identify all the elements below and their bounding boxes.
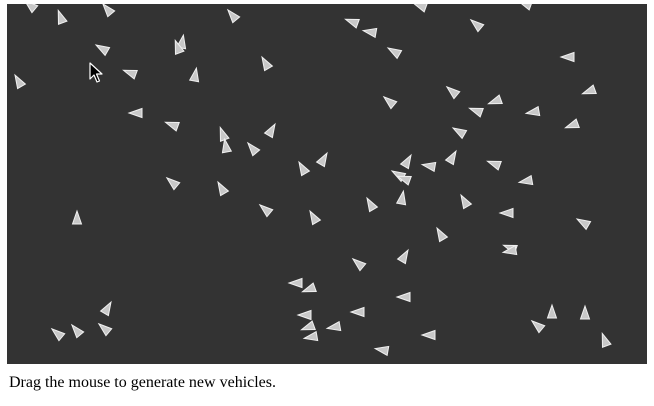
- vehicle-triangle: [325, 320, 342, 332]
- vehicle-triangle: [23, 4, 39, 14]
- vehicle-triangle: [361, 27, 378, 39]
- vehicle-triangle: [309, 209, 322, 226]
- vehicle-triangle: [460, 193, 473, 210]
- vehicle-triangle: [188, 66, 200, 83]
- vehicle-triangle: [287, 277, 303, 289]
- vehicle-triangle: [349, 306, 365, 318]
- vehicle-triangle: [579, 304, 591, 320]
- vehicle-triangle: [164, 121, 180, 132]
- vehicle-triangle: [300, 320, 316, 331]
- vehicle-triangle: [101, 4, 116, 18]
- vehicle-triangle: [559, 51, 575, 63]
- vehicle-triangle: [445, 85, 461, 100]
- vehicle-triangle: [97, 322, 113, 337]
- vehicle-triangle: [261, 55, 274, 72]
- vehicle-triangle: [436, 226, 449, 243]
- vehicle-triangle: [373, 345, 390, 357]
- vehicle-triangle: [226, 8, 241, 24]
- vehicle-triangle: [70, 323, 85, 339]
- vehicle-triangle: [217, 180, 230, 197]
- vehicle-triangle: [127, 107, 143, 119]
- vehicle-triangle: [246, 141, 261, 157]
- vehicle-triangle: [221, 137, 233, 154]
- vehicle-triangle: [395, 189, 407, 206]
- vehicle-triangle: [301, 282, 317, 293]
- vehicle-triangle: [468, 107, 484, 118]
- vehicle-triangle: [451, 127, 468, 140]
- vehicle-triangle: [517, 174, 534, 186]
- vehicle-triangle: [517, 4, 533, 11]
- vehicle-triangle: [94, 44, 111, 57]
- vehicle-triangle: [396, 248, 409, 265]
- vehicle-triangle: [420, 329, 436, 341]
- vehicle-triangle: [14, 73, 27, 90]
- vehicle-triangle: [396, 175, 412, 186]
- vehicle-triangle: [486, 160, 502, 171]
- vehicle-triangle: [524, 105, 541, 117]
- instruction-caption: Drag the mouse to generate new vehicles.: [9, 374, 277, 391]
- vehicle-triangle: [71, 209, 83, 225]
- vehicle-triangle: [469, 18, 485, 33]
- vehicle-triangle: [351, 257, 367, 272]
- vehicle-triangle: [564, 118, 580, 129]
- vehicles-canvas[interactable]: [7, 4, 647, 364]
- vehicle-triangle: [575, 218, 592, 231]
- vehicle-triangle: [344, 18, 360, 29]
- vehicle-triangle: [57, 9, 68, 25]
- vehicle-triangle: [298, 160, 311, 177]
- vehicle-triangle: [386, 47, 403, 60]
- vehicle-triangle: [501, 244, 518, 256]
- vehicle-triangle: [530, 319, 546, 334]
- vehicle-triangle: [420, 161, 437, 173]
- vehicles-layer: [14, 4, 612, 357]
- vehicle-triangle: [296, 309, 312, 321]
- canvas-background: [7, 4, 647, 364]
- vehicle-triangle: [399, 153, 412, 170]
- vehicle-triangle: [487, 94, 503, 105]
- vehicle-triangle: [412, 4, 428, 13]
- vehicle-triangle: [165, 176, 181, 191]
- vehicle-triangle: [366, 196, 379, 213]
- vehicle-triangle: [546, 303, 558, 319]
- vehicle-triangle: [174, 39, 185, 55]
- vehicle-triangle: [498, 207, 514, 219]
- mouse-cursor-icon: [89, 62, 103, 83]
- sketch-canvas[interactable]: [7, 4, 647, 364]
- vehicle-triangle: [50, 327, 66, 342]
- vehicle-triangle: [122, 69, 138, 80]
- vehicle-triangle: [395, 291, 411, 303]
- vehicle-triangle: [382, 95, 398, 110]
- vehicle-triangle: [263, 122, 276, 139]
- vehicle-triangle: [258, 203, 274, 218]
- vehicle-triangle: [315, 151, 328, 168]
- vehicle-triangle: [581, 84, 597, 95]
- vehicle-triangle: [302, 330, 319, 342]
- vehicle-triangle: [601, 332, 612, 348]
- vehicle-triangle: [99, 300, 112, 317]
- vehicle-triangle: [444, 149, 457, 166]
